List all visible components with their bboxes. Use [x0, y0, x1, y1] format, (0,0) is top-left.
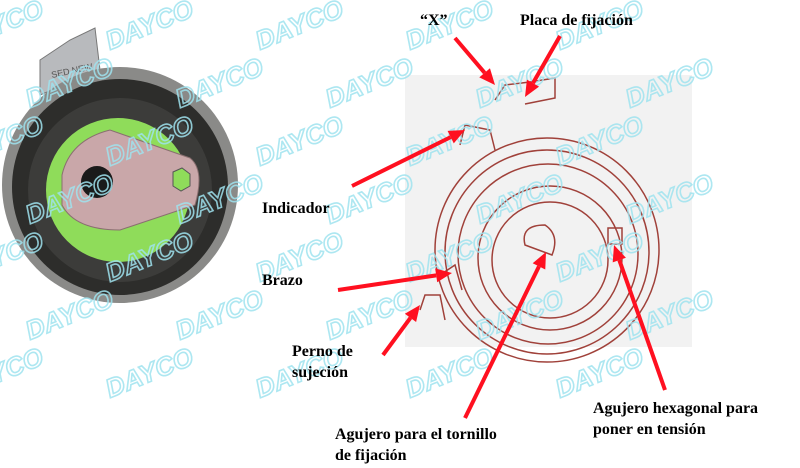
tensioner-photo: SED NEW [2, 27, 238, 303]
dayco-watermark: DAYCO [401, 341, 498, 403]
dayco-watermark: DAYCO [551, 341, 648, 403]
arrowhead-pin [404, 305, 420, 323]
arrow-pin [381, 316, 413, 357]
dayco-watermark: DAYCO [171, 283, 268, 345]
label-hex-hole: Agujero hexagonal para poner en tensión [593, 398, 758, 440]
dayco-watermark: DAYCO [0, 0, 48, 56]
arrowhead-indicator [447, 130, 465, 144]
arrow-plate [531, 35, 562, 85]
label-hex-hole-line1: Agujero hexagonal para [593, 400, 759, 417]
label-bolt-hole-line1: Agujero para el tornillo [335, 426, 497, 443]
label-pin-line2: sujeción [292, 364, 348, 381]
dayco-watermark: DAYCO [171, 51, 268, 113]
arrowhead-x-mark [479, 68, 495, 85]
label-pin-line1: Perno de [292, 343, 353, 360]
label-x-mark: “X” [420, 12, 448, 29]
arrowhead-plate [525, 79, 540, 97]
arrowhead-arm [435, 268, 452, 283]
arrowhead-bolt-hole [532, 252, 546, 270]
arrow-arm [337, 273, 437, 292]
dayco-watermark: DAYCO [321, 51, 418, 113]
dayco-watermark: DAYCO [0, 341, 48, 403]
tensioner-sketch [405, 75, 692, 363]
arrow-hex-hole [617, 259, 667, 391]
label-bolt-hole-line2: de fijación [335, 447, 407, 464]
dayco-watermark: DAYCO [401, 0, 498, 56]
label-hex-hole-line2: poner en tensión [593, 421, 706, 438]
label-bolt-hole: Agujero para el tornillo de fijación [335, 424, 497, 466]
dayco-watermark: DAYCO [251, 109, 348, 171]
arrow-indicator [351, 135, 452, 188]
label-plate: Placa de fijación [520, 12, 633, 29]
arrow-bolt-hole [463, 265, 541, 419]
dayco-watermark: DAYCO [251, 0, 348, 56]
label-indicator: Indicador [262, 200, 330, 217]
dayco-watermark: DAYCO [101, 0, 198, 56]
dayco-watermark: DAYCO [21, 283, 118, 345]
label-arm: Brazo [262, 272, 303, 289]
dayco-watermark: DAYCO [101, 341, 198, 403]
label-pin: Perno de sujeción [292, 341, 353, 383]
dayco-watermark: DAYCO [321, 283, 418, 345]
arrow-layer [337, 35, 667, 419]
arrowhead-hex-hole [612, 245, 626, 263]
arrow-x-mark [453, 36, 487, 75]
